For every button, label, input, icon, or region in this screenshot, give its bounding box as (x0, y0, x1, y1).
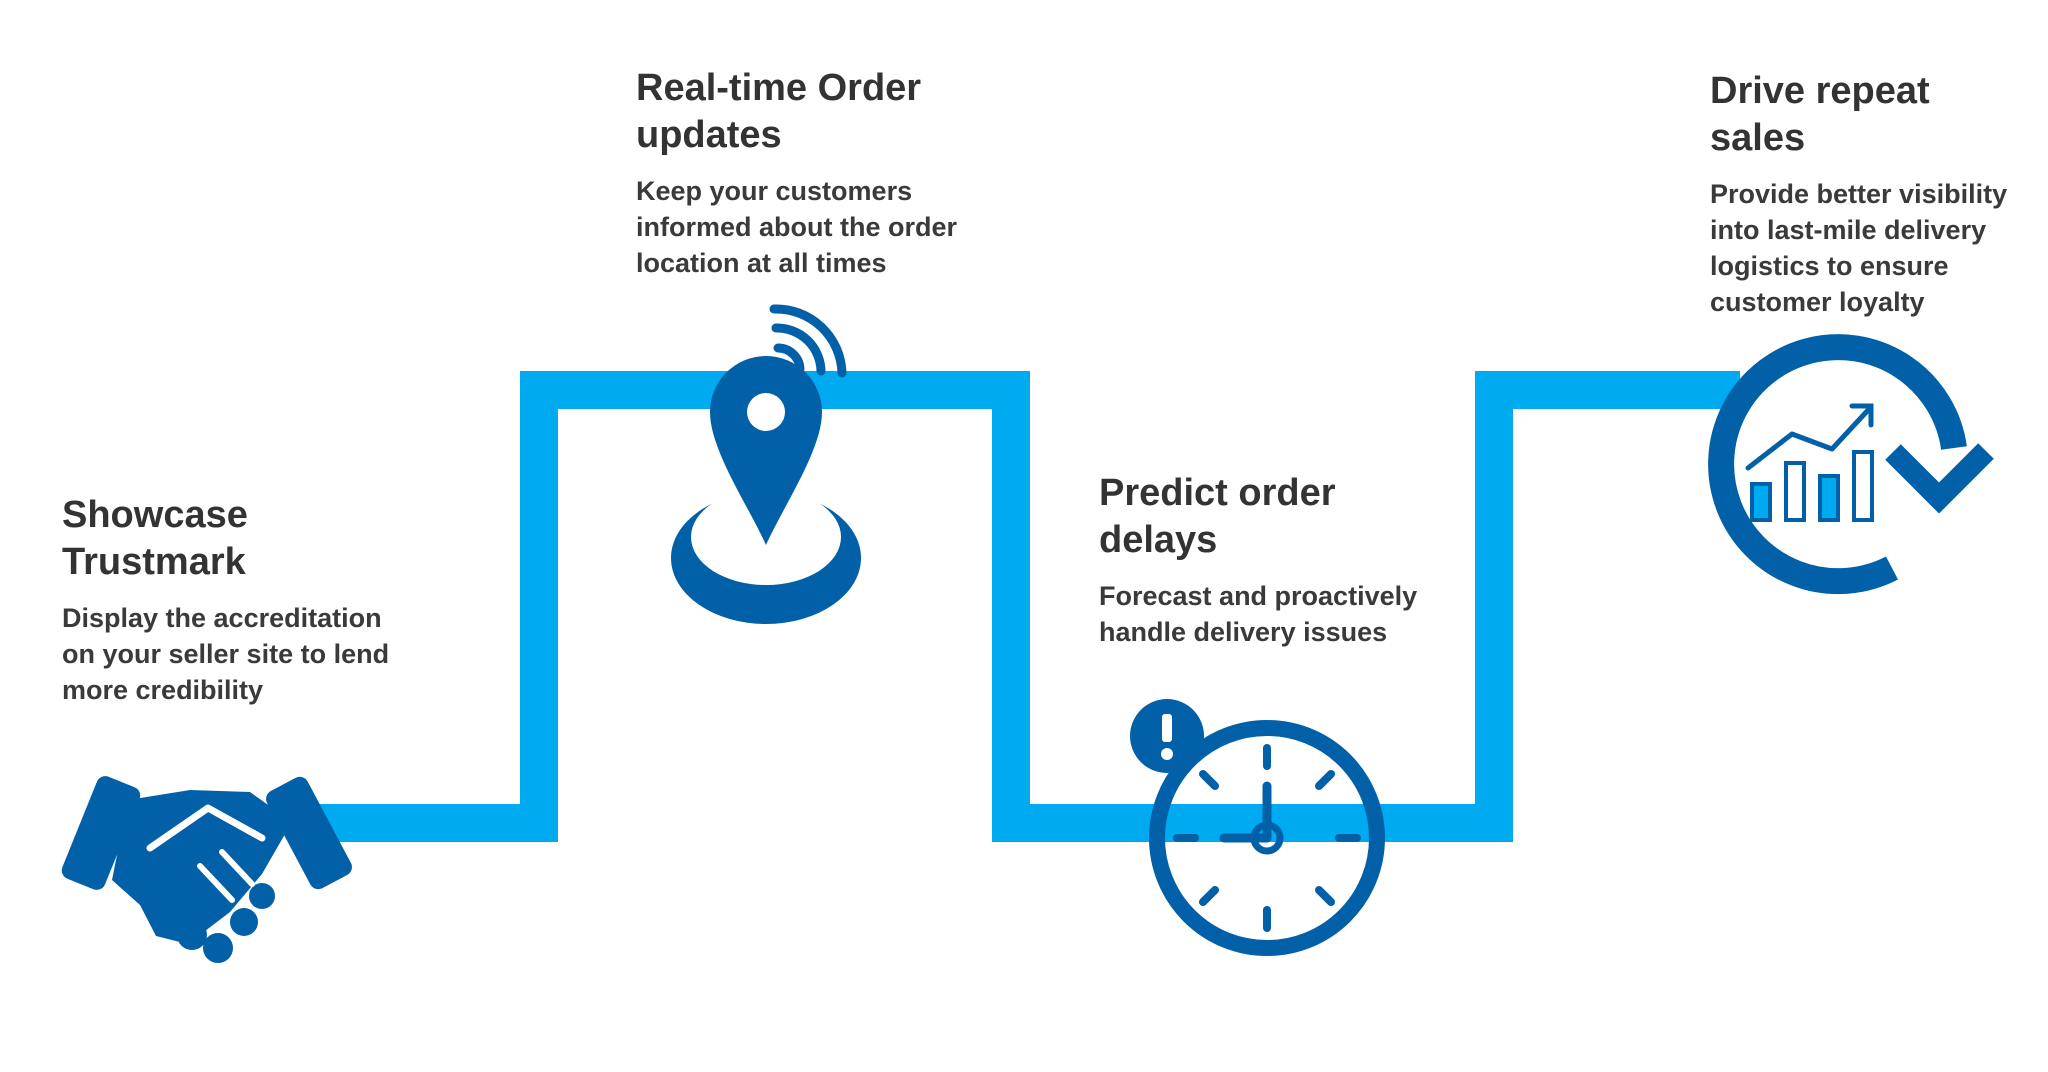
step-description: Display the accreditation on your seller… (62, 603, 390, 705)
growth-chart-cycle-icon (1708, 334, 1994, 595)
step-title: Real-time Order updates (636, 67, 922, 156)
step-showcase-trustmark: Showcase Trustmark Display the accredita… (62, 492, 422, 708)
step-realtime-order-updates: Real-time Order updates Keep your custom… (636, 65, 996, 281)
location-pin-icon (671, 304, 861, 624)
journey-path (315, 371, 1740, 842)
step-title: Showcase Trustmark (62, 494, 248, 583)
step-title: Drive repeat sales (1710, 70, 1930, 159)
step-description: Provide better visibility into last-mile… (1710, 179, 2008, 317)
step-description: Forecast and proactively handle delivery… (1099, 581, 1418, 647)
handshake-icon (61, 776, 352, 963)
clock-alert-icon (1130, 699, 1385, 956)
step-title: Predict order delays (1099, 472, 1336, 561)
step-drive-repeat-sales: Drive repeat sales Provide better visibi… (1710, 68, 2040, 320)
step-description: Keep your customers informed about the o… (636, 176, 958, 278)
step-predict-order-delays: Predict order delays Forecast and proact… (1099, 470, 1459, 650)
